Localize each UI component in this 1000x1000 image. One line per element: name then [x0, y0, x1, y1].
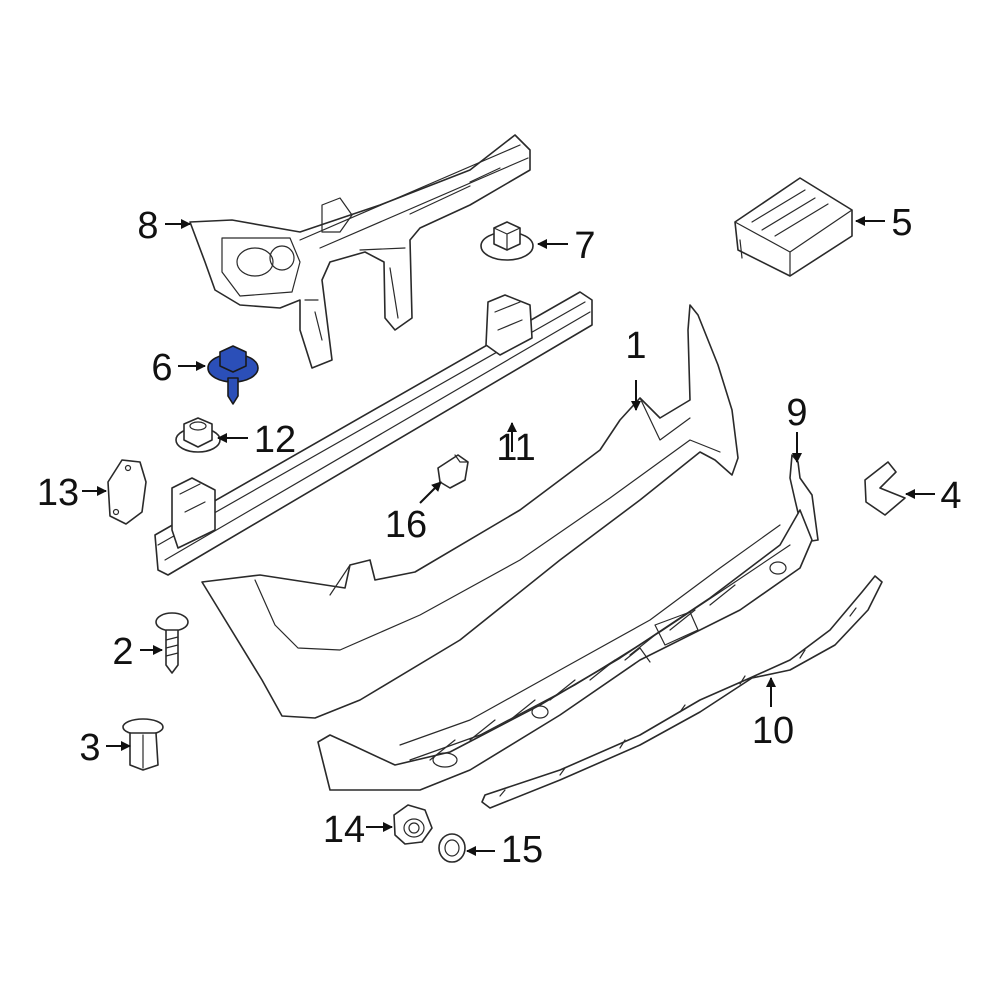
- leader-lines: [82, 216, 935, 856]
- part-14-parking-sensor[interactable]: [393, 804, 433, 845]
- callout-3[interactable]: 3: [79, 727, 100, 769]
- lower-diffuser-panel[interactable]: [317, 509, 813, 791]
- callout-5[interactable]: 5: [891, 202, 912, 244]
- callout-15[interactable]: 15: [501, 829, 543, 871]
- callout-13[interactable]: 13: [37, 472, 79, 514]
- callout-10[interactable]: 10: [752, 710, 794, 752]
- callout-4[interactable]: 4: [940, 475, 961, 517]
- callout-6[interactable]: 6: [151, 347, 172, 389]
- callout-12[interactable]: 12: [254, 419, 296, 461]
- part-11-bumper-reinforcement[interactable]: [154, 291, 593, 576]
- part-9-bracket[interactable]: [789, 454, 819, 543]
- callout-2[interactable]: 2: [112, 631, 133, 673]
- part-5-module-box[interactable]: [734, 177, 853, 277]
- callout-1[interactable]: 1: [625, 325, 646, 367]
- part-13-cover-pad[interactable]: [107, 459, 147, 525]
- callout-16[interactable]: 16: [385, 504, 427, 546]
- part-8-carrier-bracket[interactable]: [189, 134, 531, 369]
- part-4-side-bracket[interactable]: [864, 461, 906, 516]
- part-16-clip[interactable]: [437, 454, 469, 489]
- callout-14[interactable]: 14: [323, 809, 365, 851]
- leader-16: [419, 481, 442, 504]
- part-15-sensor-ring[interactable]: [438, 833, 466, 863]
- part-2-screw[interactable]: [155, 612, 189, 674]
- callout-8[interactable]: 8: [137, 205, 158, 247]
- callout-11[interactable]: 11: [496, 427, 535, 469]
- part-6-bolt-highlighted[interactable]: [207, 345, 259, 405]
- part-1-bumper-cover[interactable]: [201, 304, 739, 719]
- part-10-trim-strip[interactable]: [481, 575, 883, 809]
- callout-9[interactable]: 9: [786, 392, 807, 434]
- callout-numbers: 1 2 3 4 5 6 7 8 9 10 11 12 13 14 15 16: [37, 202, 962, 871]
- part-7-flange-nut[interactable]: [480, 221, 534, 261]
- callout-7[interactable]: 7: [574, 225, 595, 267]
- part-12-hex-nut[interactable]: [175, 417, 221, 453]
- part-3-push-rivet[interactable]: [122, 718, 164, 771]
